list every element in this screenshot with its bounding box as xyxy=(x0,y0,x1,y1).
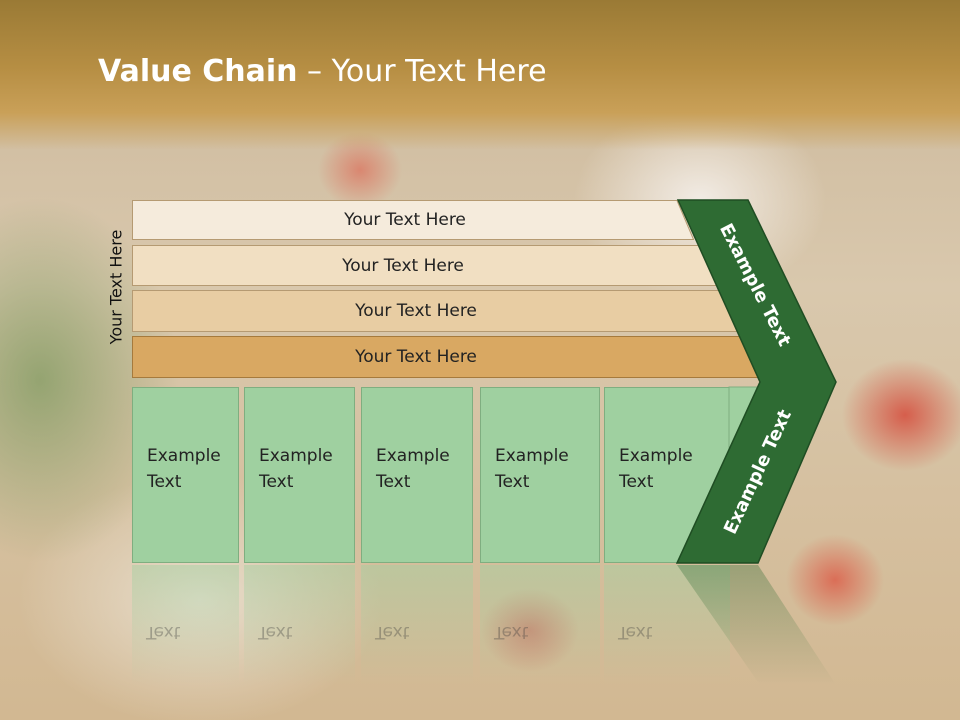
reflection-4-text: Text xyxy=(494,619,528,645)
reflection-3-line2: Text xyxy=(375,622,410,642)
reflection-5-text: Text xyxy=(618,619,652,645)
activity-box-3: Example Text xyxy=(361,387,473,563)
activity-box-5-line1: Example xyxy=(619,446,693,466)
activity-box-5-line2: Text xyxy=(619,472,654,492)
activity-box-4-line2: Text xyxy=(495,472,530,492)
activity-box-2-line2: Text xyxy=(259,472,294,492)
activity-box-2-line1: Example xyxy=(259,446,333,466)
reflection-2-line2: Text xyxy=(258,622,293,642)
reflection-3: Text xyxy=(361,565,473,685)
reflection-2-text: Text xyxy=(258,619,292,645)
reflection-5-line2: Text xyxy=(618,622,653,642)
reflection-1-text: Text xyxy=(146,619,180,645)
reflection-4-line2: Text xyxy=(494,622,529,642)
value-chain-arrow xyxy=(675,199,837,564)
activity-box-3-line2: Text xyxy=(376,472,411,492)
reflection-4: Text xyxy=(480,565,600,685)
bar-3-label: Your Text Here xyxy=(355,301,477,321)
activity-box-1-line2: Text xyxy=(147,472,182,492)
reflection-1: Text xyxy=(132,565,239,685)
activity-box-2: Example Text xyxy=(244,387,355,563)
title-banner xyxy=(0,0,960,150)
side-label: Your Text Here xyxy=(106,229,126,345)
reflection-2: Text xyxy=(244,565,355,685)
activity-box-1: Example Text xyxy=(132,387,239,563)
title-rest: – Your Text Here xyxy=(297,54,547,89)
bar-3: Your Text Here xyxy=(132,290,740,332)
activity-box-4: Example Text xyxy=(480,387,600,563)
bar-1-shape xyxy=(132,200,694,240)
reflection-1-line2: Text xyxy=(146,622,181,642)
activity-box-4-line1: Example xyxy=(495,446,569,466)
activity-box-1-line1: Example xyxy=(147,446,221,466)
bar-4: Your Text Here xyxy=(132,336,764,378)
slide-title: Value Chain – Your Text Here xyxy=(98,54,547,89)
activity-box-3-line1: Example xyxy=(376,446,450,466)
bar-2-label: Your Text Here xyxy=(342,255,464,276)
title-bold: Value Chain xyxy=(98,54,298,89)
arrow-reflection xyxy=(677,565,836,685)
bar-1-label: Your Text Here xyxy=(344,210,466,230)
reflection-3-text: Text xyxy=(375,619,409,645)
bar-4-label: Your Text Here xyxy=(355,347,477,367)
bar-1: Your Text Here xyxy=(132,200,694,240)
